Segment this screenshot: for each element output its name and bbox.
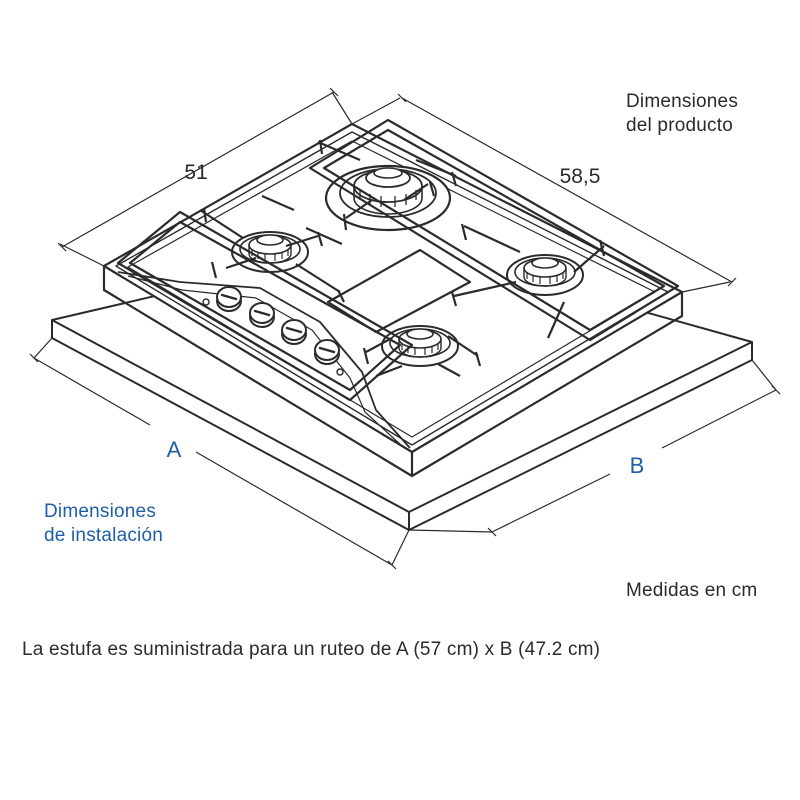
dim-product-depth: 58,5 [560, 165, 601, 188]
product-dimensions-line-1: Dimensiones [626, 91, 739, 112]
product-dimensions-line-2: del producto [626, 115, 733, 136]
grate-left [116, 194, 414, 402]
install-dimension-lines [29, 337, 781, 570]
installation-dimensions-line-2: de instalación [44, 525, 163, 546]
dim-cutout-b: B [630, 453, 645, 478]
control-knobs [202, 285, 344, 376]
installation-dimensions-label: Dimensiones de instalación [44, 500, 163, 548]
indicator-light [336, 368, 344, 376]
measure-unit-label: Medidas en cm [626, 580, 758, 601]
burner-right [506, 254, 584, 296]
knob-2 [248, 301, 276, 329]
igniter-button [202, 298, 210, 306]
knob-3 [280, 318, 308, 346]
dim-product-width: 51 [184, 161, 207, 184]
burner-large [324, 164, 452, 232]
cutout-note: La estufa es suministrada para un ruteo … [22, 639, 601, 660]
installation-dimensions-line-1: Dimensiones [44, 501, 157, 522]
product-dimensions-label: Dimensiones del producto [626, 90, 738, 138]
dimension-lines [57, 87, 737, 293]
burner-rear-left [231, 231, 309, 273]
grate-right [308, 118, 680, 342]
burner-front [381, 325, 459, 367]
knob-4 [313, 338, 341, 366]
grate-front [326, 248, 482, 378]
dim-cutout-a: A [167, 437, 182, 462]
knob-1 [215, 285, 243, 313]
